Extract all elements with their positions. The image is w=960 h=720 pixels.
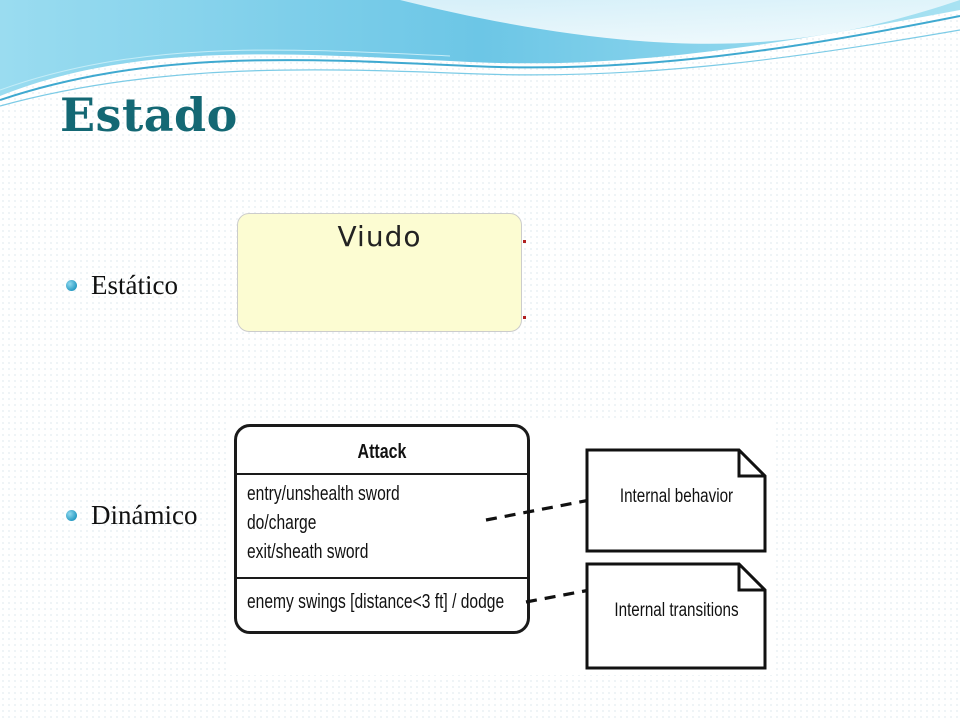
red-tick-mark <box>523 240 526 243</box>
red-tick-mark <box>523 316 526 319</box>
static-state-box: Viudo <box>237 213 522 332</box>
dynamic-state-box: Attack entry/unshealth sword do/charge e… <box>234 424 530 634</box>
note-internal-behavior: Internal behavior <box>585 448 768 553</box>
note-internal-transitions: Internal transitions <box>585 562 768 670</box>
activity-exit: exit/sheath sword <box>247 541 369 563</box>
dynamic-state-name: Attack <box>357 441 407 463</box>
note-shape-icon <box>585 448 767 553</box>
state-divider <box>237 577 527 579</box>
bullet-estatico: Estático <box>66 270 178 301</box>
note-text: Internal behavior <box>619 486 734 507</box>
static-state-name: Viudo <box>337 220 422 253</box>
bullet-dot-icon <box>66 510 77 521</box>
bullet-dinamico: Dinámico <box>66 500 197 531</box>
activity-entry: entry/unshealth sword <box>247 483 400 505</box>
bullet-text: Estático <box>91 270 178 300</box>
state-divider <box>237 473 527 475</box>
connector-behavior <box>485 498 591 522</box>
slide-title: Estado <box>60 88 238 142</box>
connector-transitions <box>525 588 591 604</box>
note-shape-icon <box>585 562 767 670</box>
bullet-dot-icon <box>66 280 77 291</box>
internal-transition: enemy swings [distance<3 ft] / dodge <box>247 591 505 613</box>
header-wave <box>0 0 960 107</box>
activity-do: do/charge <box>247 512 317 534</box>
note-text: Internal transitions <box>614 600 739 621</box>
bullet-text: Dinámico <box>91 500 198 530</box>
